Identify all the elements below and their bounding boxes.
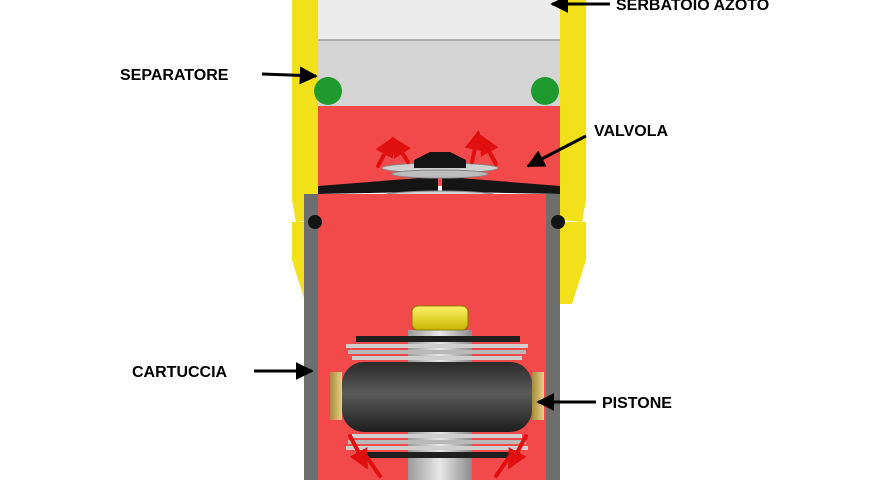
separator-body xyxy=(318,40,560,106)
label-pointers xyxy=(254,0,610,411)
piston-body xyxy=(342,362,532,432)
upper-shim-stack xyxy=(346,336,528,360)
separator-seal-left xyxy=(314,77,342,105)
nitrogen-reservoir xyxy=(318,0,560,40)
label-pistone: PISTONE xyxy=(602,395,672,412)
rod-nut xyxy=(411,305,469,331)
upper-flow-arrows xyxy=(375,130,499,168)
pivot-pin-right xyxy=(551,215,565,229)
lower-shim-stack xyxy=(346,434,528,458)
cartridge-wall-left xyxy=(304,194,318,480)
label-valvola: VALVOLA xyxy=(594,123,669,140)
pivot-pin-left xyxy=(308,215,322,229)
label-separatore: SEPARATORE xyxy=(120,67,229,84)
label-serbatoio-azoto: SERBATOIO AZOTO xyxy=(616,0,769,14)
lower-flow-arrows xyxy=(348,434,528,478)
cartridge-wall-right xyxy=(546,194,560,480)
separator-seal-right xyxy=(531,77,559,105)
label-cartuccia: CARTUCCIA xyxy=(132,364,228,381)
outer-body xyxy=(292,0,586,304)
piston-band-left xyxy=(330,372,342,420)
piston-band-right xyxy=(532,372,544,420)
